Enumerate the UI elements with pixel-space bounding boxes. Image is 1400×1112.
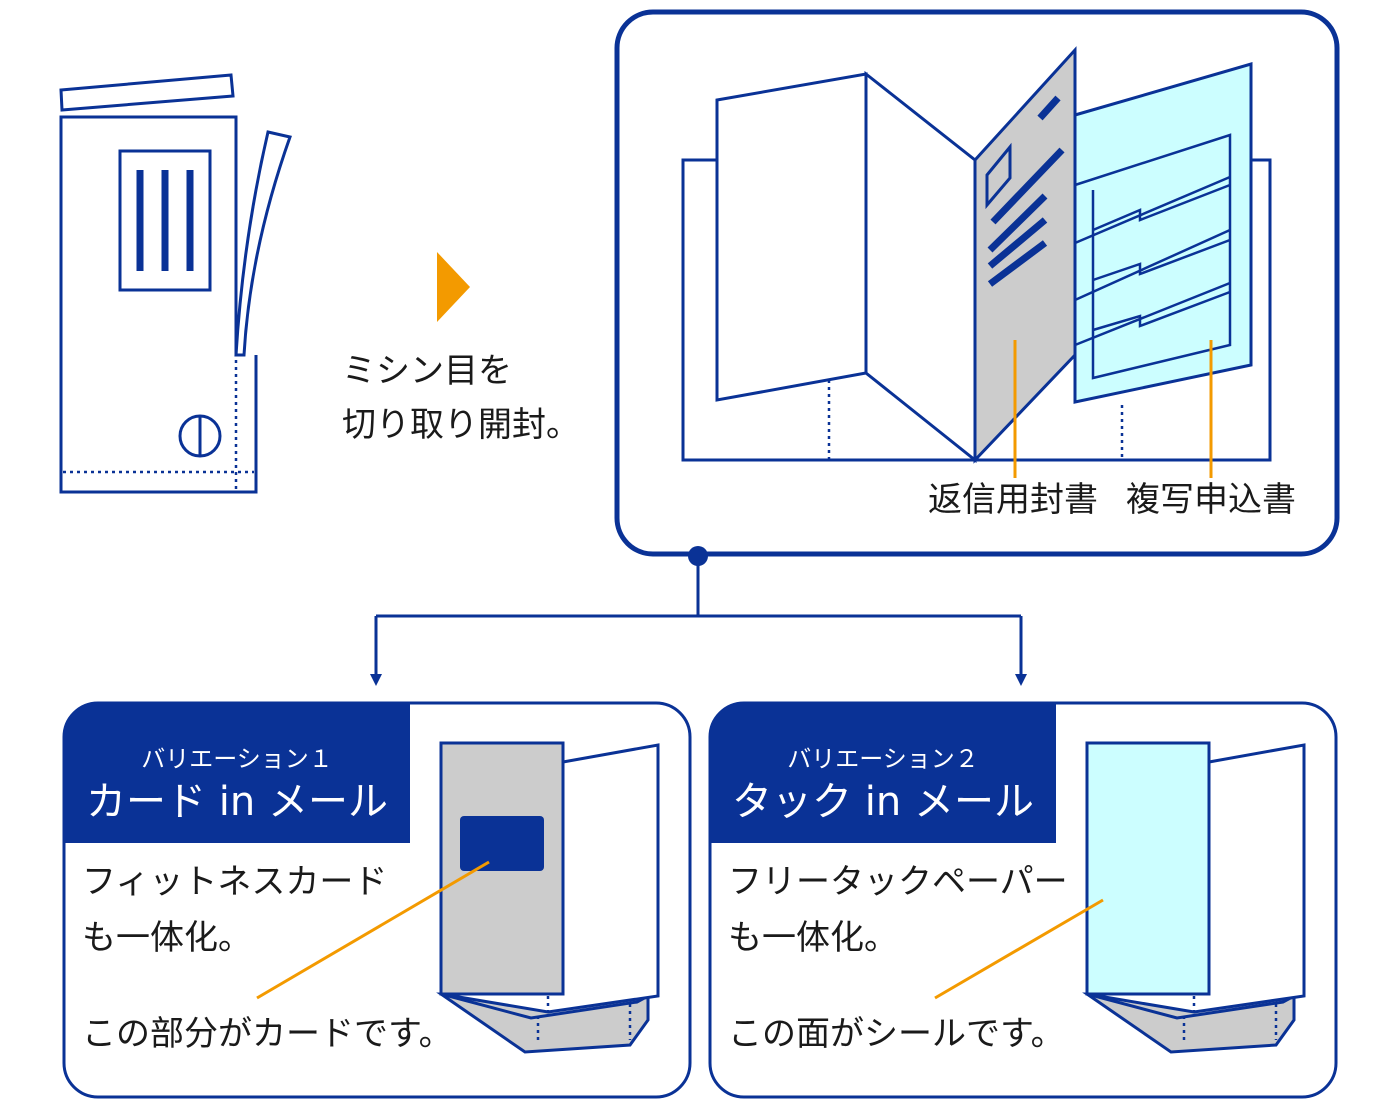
form-table [1074,133,1232,380]
variation-1-note: この部分がカードです。 [82,1014,453,1054]
opened-mailer-illustration [681,46,1272,464]
variation-2-desc-line2: も一体化。 [728,918,898,958]
variation-1-title: カード in メール [86,779,388,825]
variation-1-description: フィットネスカード も一体化。 [82,854,387,966]
variation-2-title: タック in メール [732,779,1034,825]
open-instruction-line2: 切り取り開封。 [342,405,580,445]
sealed-mailer-illustration [59,73,292,494]
open-instruction: ミシン目を 切り取り開封。 [342,344,580,452]
card-leader-line [256,860,490,1000]
variation-2-desc-line1: フリータックペーパー [728,862,1068,902]
envelope-markings [985,95,1065,287]
arrow-right-icon [437,252,470,322]
seal-mark-icon [178,414,222,458]
fitness-card-icon [460,816,544,871]
variation-1-header: バリエーション１ カード in メール [64,703,410,843]
left-page-outer [715,72,868,402]
card-in-mail-illustration [436,741,660,1054]
variation-1-desc-line2: も一体化。 [82,918,252,958]
mailer-body [59,115,258,494]
sticker-leader-line [934,898,1104,1000]
variation-2-note: この面がシールです。 [728,1014,1065,1054]
copy-form-label: 複写申込書 [1126,480,1296,520]
part-leader-lines [1013,340,1213,478]
perforation-line [63,360,254,492]
address-window [118,149,212,292]
variation-1-desc-line1: フィットネスカード [82,862,388,902]
tack-in-mail-illustration [1082,741,1306,1054]
variation-2-subtitle: バリエーション２ [787,745,979,773]
return-envelope-label: 返信用封書 [928,480,1098,520]
branch-connector [370,546,1027,686]
variation-2-description: フリータックペーパー も一体化。 [728,854,1068,966]
barcode-icon [136,170,194,271]
open-instruction-line1: ミシン目を [342,351,512,391]
tear-off-strip-side [234,130,292,357]
variation-2-header: バリエーション２ タック in メール [710,703,1056,843]
sticker-sheet [1085,741,1211,996]
variation-1-subtitle: バリエーション１ [141,745,333,773]
tear-off-strip-top [59,73,235,112]
